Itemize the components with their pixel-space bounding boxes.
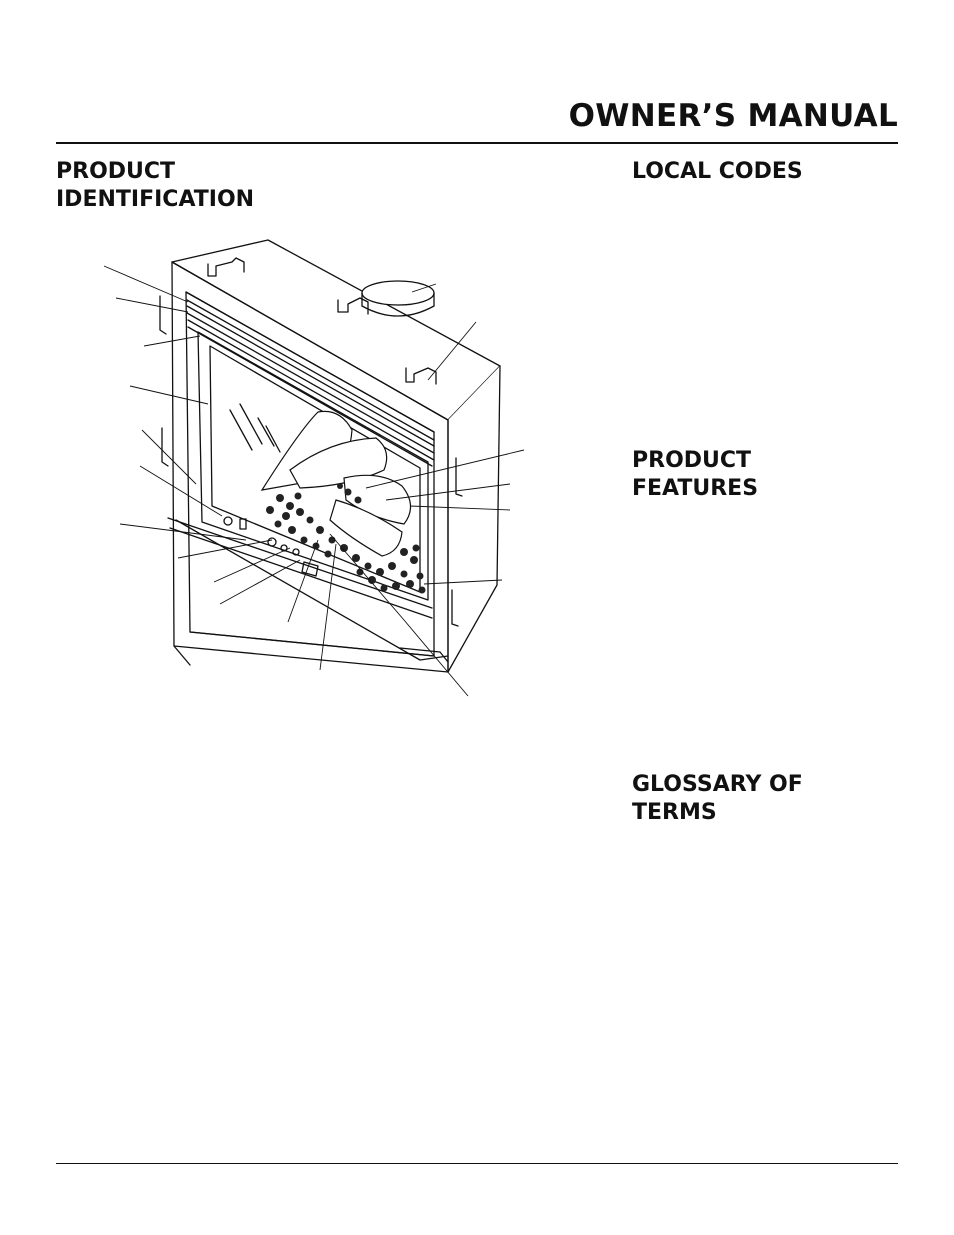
heading-product-identification: PRODUCT IDENTIFICATION: [56, 158, 254, 214]
heading-local-codes: LOCAL CODES: [632, 158, 803, 186]
heading-line: IDENTIFICATION: [56, 187, 255, 212]
heading-line: LOCAL CODES: [632, 159, 803, 184]
page-title: OWNER’S MANUAL: [568, 98, 898, 134]
heading-line: PRODUCT: [56, 159, 176, 184]
heading-glossary: GLOSSARY OF TERMS: [632, 771, 803, 827]
header-rule: [56, 142, 898, 144]
heading-product-features: PRODUCT FEATURES: [632, 447, 758, 503]
heading-line: PRODUCT: [632, 448, 752, 473]
footer-rule: [56, 1163, 898, 1164]
fireplace-illustration: [103, 239, 525, 697]
heading-line: TERMS: [632, 800, 717, 825]
heading-line: FEATURES: [632, 476, 759, 501]
heading-line: GLOSSARY OF: [632, 772, 803, 797]
